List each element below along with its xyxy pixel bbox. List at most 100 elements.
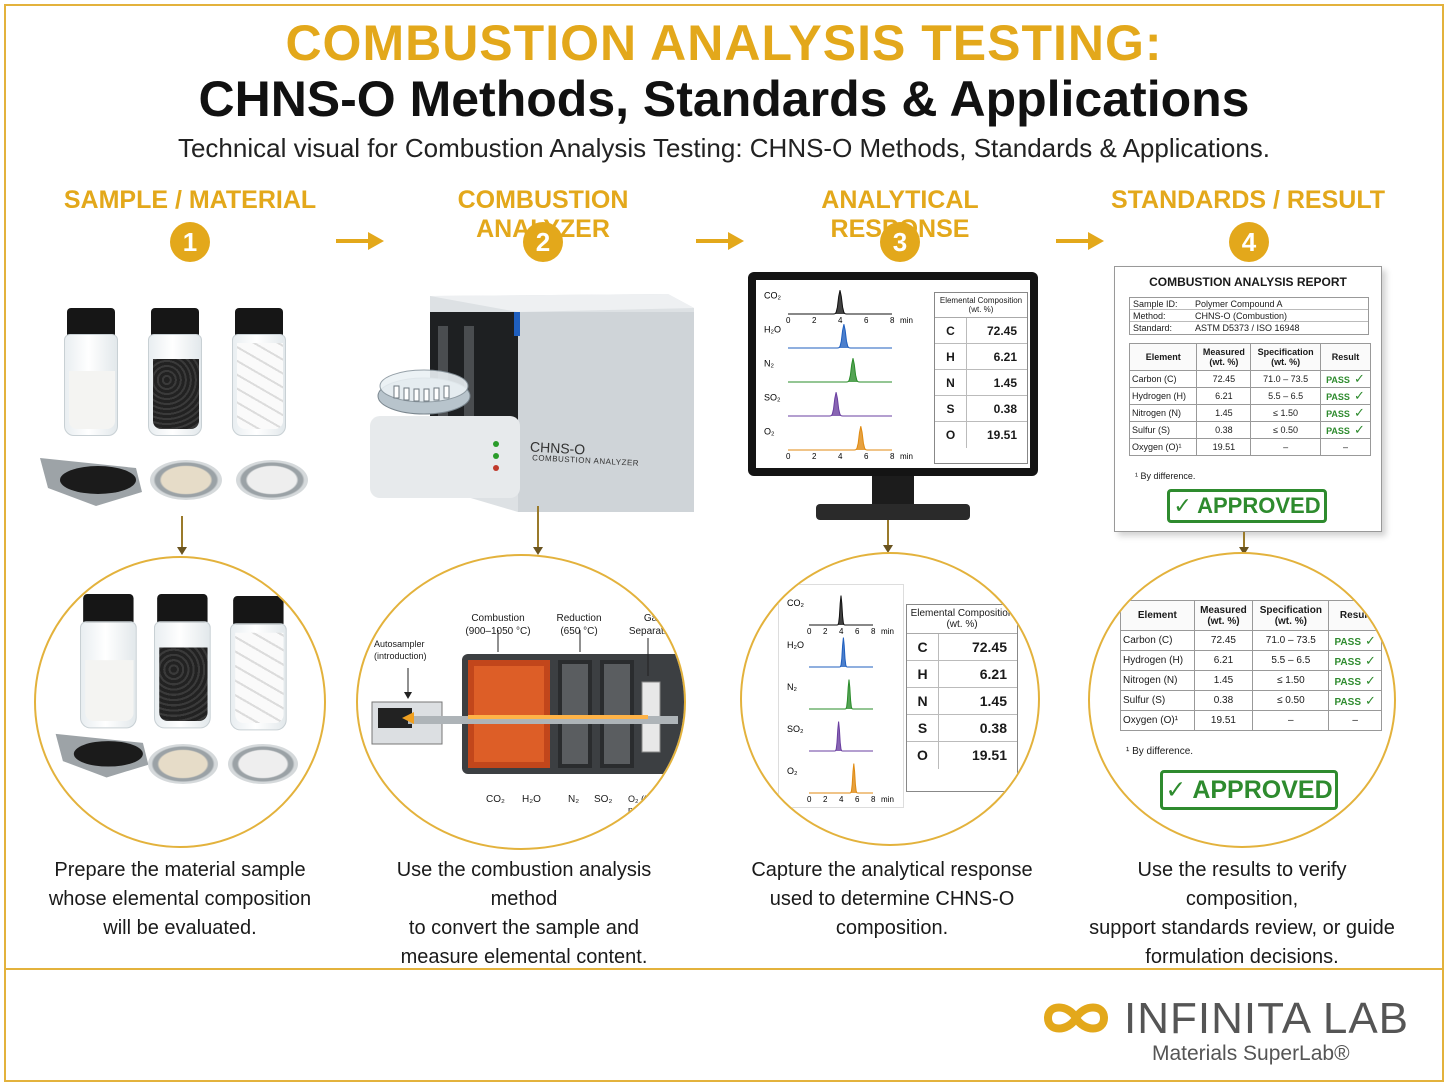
report-footnote-zoom: ¹ By difference. <box>1126 746 1194 757</box>
axis-tick-label: 0 <box>786 452 791 461</box>
axis-tick-label: 8 <box>871 627 876 636</box>
result-cell-element: Carbon (C) <box>1120 630 1195 651</box>
composition-row: N 1.45 <box>907 688 1017 715</box>
composition-value: 72.45 <box>971 639 1007 655</box>
result-cell-spec: 5.5 – 6.5 <box>1250 387 1321 405</box>
axis-tick-label: 0 <box>807 627 812 636</box>
result-cell-element: Carbon (C) <box>1128 370 1198 388</box>
channel-label: O₂ <box>764 427 775 437</box>
result-cell-spec: – <box>1252 710 1330 731</box>
channel-label: CO₂ <box>764 291 782 301</box>
channel-label: N₂ <box>787 682 797 692</box>
result-cell-measured: 19.51 <box>1193 710 1254 731</box>
sample-detail-circle <box>34 556 326 848</box>
result-cell-spec: ≤ 1.50 <box>1252 670 1330 691</box>
title-line-1: COMBUSTION ANALYSIS TESTING: <box>285 15 1163 71</box>
output-h2o: H₂O <box>522 794 541 805</box>
chromatogram-peak <box>788 426 892 450</box>
results-column-header: Specification(wt. %) <box>1252 600 1330 631</box>
chromatogram-trace <box>809 595 873 626</box>
label-combustion-temp: (900–1050 °C) <box>465 626 531 637</box>
check-icon: ✓ <box>1353 422 1365 437</box>
down-arrow-icon <box>1239 547 1249 555</box>
composition-value: 19.51 <box>971 747 1007 763</box>
chromatogram-peak <box>809 763 873 793</box>
flow-arrow-icon <box>696 232 744 250</box>
chromatogram-peak <box>809 595 873 625</box>
step-4-caption: Use the results to verify composition, s… <box>1089 859 1395 968</box>
result-cell-measured: 0.38 <box>1193 690 1254 711</box>
subtitle: Technical visual for Combustion Analysis… <box>177 133 1271 163</box>
furnace-schematic <box>371 630 684 774</box>
approved-stamp-zoom: ✓ APPROVED <box>1160 770 1338 810</box>
axis-tick-label: 8 <box>890 316 895 325</box>
chromatogram-trace <box>788 426 892 451</box>
composition-value: 19.51 <box>986 428 1017 442</box>
result-cell-element: Oxygen (O)¹ <box>1120 710 1195 731</box>
step-1-number: 1 <box>170 222 210 262</box>
result-cell-element: Hydrogen (H) <box>1120 650 1195 671</box>
report-document: COMBUSTION ANALYSIS REPORT Sample ID:Pol… <box>1114 266 1382 532</box>
chromatogram-trace <box>809 763 873 794</box>
result-cell-spec: – <box>1250 438 1321 456</box>
channel-label: CO₂ <box>787 598 805 608</box>
result-cell-measured: 19.51 <box>1196 438 1252 456</box>
result-cell-result: PASS✓ <box>1319 404 1372 422</box>
check-icon: ✓ <box>1173 493 1192 518</box>
chromatogram-peak <box>788 358 892 382</box>
monitor-base <box>816 504 970 520</box>
page-frame <box>4 4 1444 1082</box>
composition-element: N <box>907 688 939 714</box>
brand-name: INFINITA LAB <box>1124 994 1410 1043</box>
step-2-number: 2 <box>523 222 563 262</box>
composition-element: S <box>935 396 967 421</box>
axis-tick-label: 8 <box>871 795 876 804</box>
report-footnote: ¹ By difference. <box>1135 471 1196 481</box>
results-column-header: Element <box>1128 343 1198 371</box>
chromatogram-trace <box>788 290 892 315</box>
approved-stamp: ✓ APPROVED <box>1167 489 1327 523</box>
check-icon: ✓ <box>1353 371 1365 386</box>
flow-arrow-icon <box>1056 232 1104 250</box>
result-cell-element: Sulfur (S) <box>1128 421 1198 439</box>
axis-tick-label: 0 <box>786 316 791 325</box>
axis-tick-label: 4 <box>839 795 844 804</box>
step-3-caption: Capture the analytical response used to … <box>751 859 1033 939</box>
weighing-boat-icon <box>40 458 142 506</box>
result-cell-spec: 5.5 – 6.5 <box>1252 650 1330 671</box>
result-cell-spec: ≤ 1.50 <box>1250 404 1321 422</box>
channel-label: N₂ <box>764 359 774 369</box>
chromatogram-trace <box>809 721 873 752</box>
check-icon: ✓ <box>1353 405 1365 420</box>
result-cell-result: PASS✓ <box>1328 650 1382 671</box>
analyzer-cross-section-circle: Combustion (900–1050 °C) Reduction (650 … <box>356 554 686 850</box>
output-o2-note: pyrolysis) <box>628 805 667 815</box>
composition-value: 1.45 <box>979 693 1007 709</box>
result-cell-result: PASS✓ <box>1319 421 1372 439</box>
result-cell-measured: 6.21 <box>1196 387 1252 405</box>
result-cell-measured: 72.45 <box>1193 630 1254 651</box>
results-column-header: Result <box>1319 343 1372 371</box>
axis-tick-label: 6 <box>855 627 860 636</box>
chromatogram-peak <box>809 679 873 709</box>
label-autosampler: Autosampler <box>374 639 425 649</box>
output-o2: O₂ (from <box>628 794 662 804</box>
composition-value: 0.38 <box>979 720 1007 736</box>
axis-unit-label: min <box>900 316 913 325</box>
check-icon: ✓ <box>1365 692 1376 708</box>
chromatogram-trace <box>788 392 892 417</box>
